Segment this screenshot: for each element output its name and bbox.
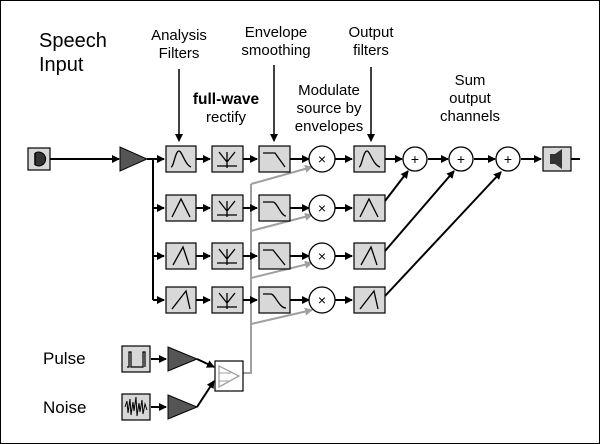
sum-output-label-line1: Sum [454, 72, 486, 89]
modulate-label: Modulate source by envelopes [295, 82, 363, 136]
rectifier-icon [211, 145, 244, 173]
envelope-smoothing-label-line2: smoothing [241, 42, 311, 59]
speech-input-label: Speech Input [39, 29, 107, 77]
sum-output-label: Sum output channels [440, 72, 500, 126]
adder-icon: + [402, 146, 428, 172]
add-symbol: + [457, 151, 465, 167]
noise-generator-icon [121, 393, 151, 421]
rectify-label-text: rectify [205, 109, 247, 126]
sum-output-label-line3: channels [439, 108, 501, 125]
lowpass-filter-icon [258, 194, 291, 222]
bandpass-filter-icon [353, 286, 386, 314]
microphone-icon [27, 147, 51, 171]
channel-connections [196, 155, 580, 304]
envelope-smoothing-bank [258, 145, 291, 314]
bandpass-filter-icon [165, 194, 197, 222]
bandpass-filter-icon [353, 242, 386, 270]
output-filters-label-line2: filters [353, 42, 389, 59]
rectifier-icon [211, 242, 244, 270]
noise-label: Noise [43, 398, 87, 417]
rectifier-icon [211, 194, 244, 222]
amplifier-icon [119, 146, 149, 172]
modulate-label-line3: envelopes [294, 118, 364, 135]
multiply-symbol: × [318, 151, 326, 167]
add-symbol: + [504, 151, 512, 167]
lowpass-filter-icon [258, 145, 291, 173]
multiplier-icon: × [308, 194, 336, 222]
full-wave-label: full-wave [192, 91, 260, 108]
speech-input-label-line1: Speech [39, 30, 107, 52]
bandpass-filter-icon [165, 242, 197, 270]
analysis-filters-label-line1: Analysis [151, 27, 207, 44]
speech-input-label-line2: Input [39, 54, 84, 76]
rectifier-bank [211, 145, 244, 314]
amplifier-icon [167, 346, 199, 372]
bandpass-filter-icon [165, 286, 197, 314]
lowpass-filter-icon [258, 242, 291, 270]
rectify-label: full-wave rectify [193, 91, 259, 127]
multiply-symbol: × [318, 292, 326, 308]
output-filter-bank [353, 145, 386, 314]
modulate-label-line2: source by [296, 100, 362, 117]
speaker-icon [542, 146, 572, 172]
amplifier-icon [167, 394, 199, 420]
bandpass-filter-icon [353, 194, 386, 222]
analysis-filters-label-line2: Filters [158, 45, 200, 62]
input-path [43, 155, 165, 304]
output-filters-label-line1: Output [348, 24, 394, 41]
envelope-smoothing-label-line1: Envelope [244, 24, 308, 41]
multiplier-icon: × [308, 286, 336, 314]
modulate-label-line1: Modulate [298, 82, 360, 99]
source-connections [151, 355, 215, 411]
source-switch-icon [214, 360, 244, 392]
bandpass-filter-icon [353, 145, 386, 173]
sum-output-label-line2: output [449, 90, 491, 107]
multiply-symbol: × [318, 200, 326, 216]
adder-icon: + [495, 146, 521, 172]
output-filters-label: Output filters [348, 24, 393, 60]
lowpass-filter-icon [258, 286, 291, 314]
multiplier-icon: × [308, 145, 336, 173]
pulse-label: Pulse [43, 349, 86, 368]
excitation-sources [121, 345, 244, 421]
summation-chain: + + + [402, 146, 521, 172]
multiply-symbol: × [318, 248, 326, 264]
analysis-filters-label: Analysis Filters [151, 27, 207, 63]
add-symbol: + [411, 151, 419, 167]
pulse-generator-icon [121, 345, 151, 373]
modulator-bank: × × × × [308, 145, 336, 314]
multiplier-icon: × [308, 242, 336, 270]
analysis-filter-bank [165, 145, 197, 314]
adder-icon: + [448, 146, 474, 172]
label-pointers [175, 65, 375, 142]
envelope-smoothing-label: Envelope smoothing [241, 24, 310, 60]
bandpass-filter-icon [165, 145, 197, 173]
rectifier-icon [211, 286, 244, 314]
